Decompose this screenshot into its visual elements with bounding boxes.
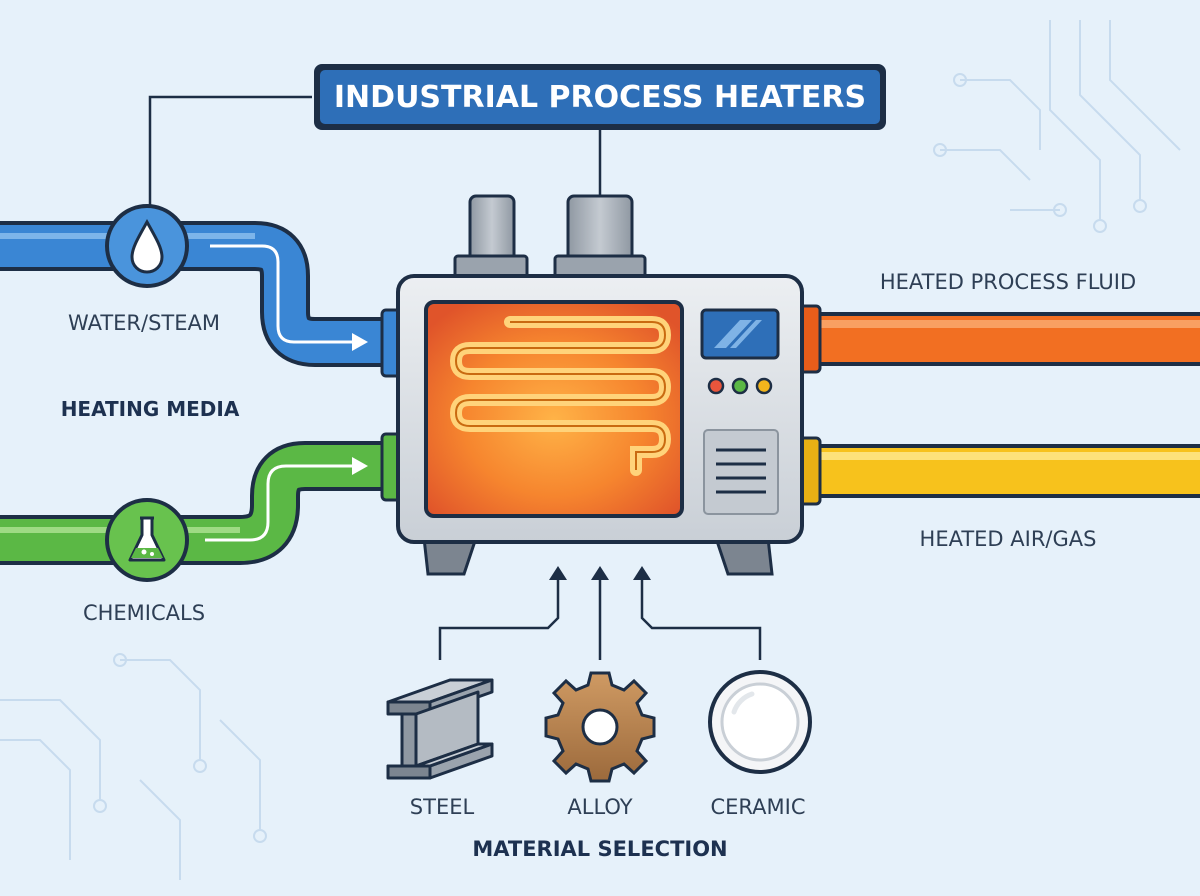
chemicals-pipe — [0, 441, 392, 565]
steel-label: STEEL — [410, 795, 475, 819]
gear-icon — [544, 671, 656, 783]
alloy-label: ALLOY — [567, 795, 632, 819]
indicator-light — [755, 377, 773, 395]
chemicals-label: CHEMICALS — [83, 601, 205, 625]
water-steam-label: WATER/STEAM — [68, 311, 220, 335]
indicator-lights — [707, 377, 773, 395]
steel-beam-icon — [386, 678, 494, 780]
ceramic-disc-icon — [708, 670, 812, 774]
water-drop-icon — [105, 204, 189, 288]
page-title: INDUSTRIAL PROCESS HEATERS — [334, 80, 866, 115]
flask-icon — [105, 498, 189, 582]
indicator-light — [731, 377, 749, 395]
circuit-decoration — [0, 20, 1181, 880]
title-connectors — [148, 95, 602, 210]
heating-media-label: HEATING MEDIA — [61, 397, 240, 421]
process-fluid-pipe — [796, 304, 1200, 374]
material-selection-label: MATERIAL SELECTION — [472, 837, 727, 861]
title-box: INDUSTRIAL PROCESS HEATERS — [314, 64, 886, 130]
ceramic-label: CERAMIC — [710, 795, 805, 819]
air-gas-pipe — [796, 436, 1200, 506]
heated-air-gas-label: HEATED AIR/GAS — [920, 527, 1097, 551]
heated-process-fluid-label: HEATED PROCESS FLUID — [880, 270, 1136, 294]
arrow-heads — [549, 566, 651, 580]
material-arrows — [438, 578, 762, 660]
indicator-light — [707, 377, 725, 395]
heater-unit — [396, 194, 804, 576]
